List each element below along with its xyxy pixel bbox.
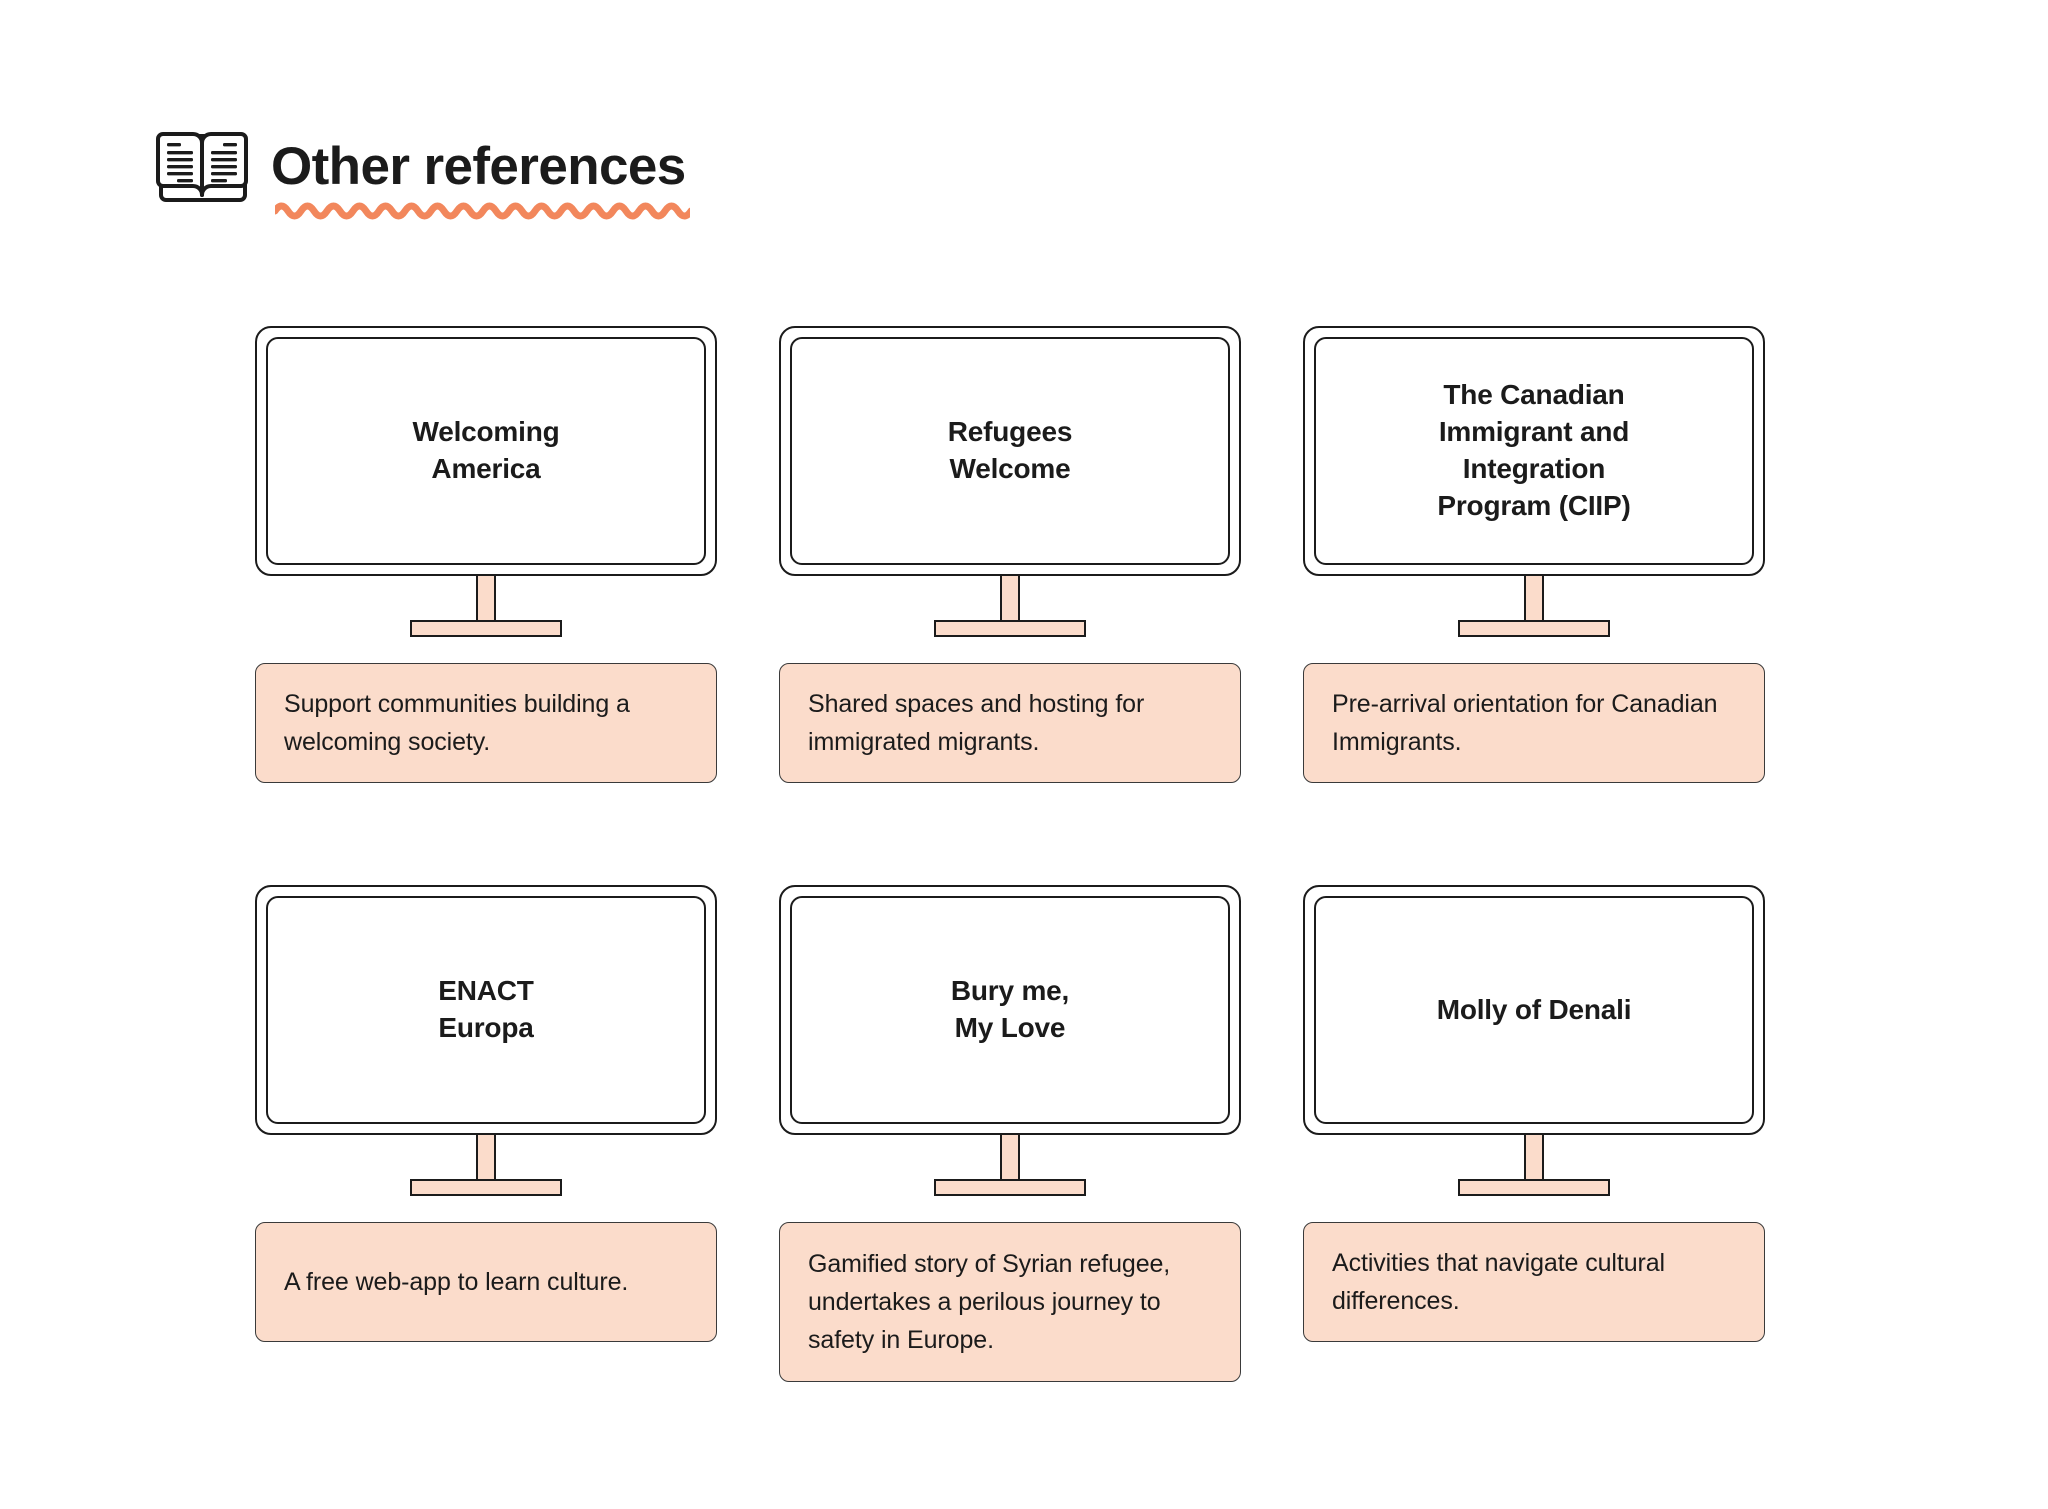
- reference-caption-text: Activities that navigate cultural differ…: [1332, 1249, 1665, 1315]
- monitor-stand: [779, 576, 1241, 638]
- reference-card[interactable]: Bury me, My Love Gamified story of Syria…: [779, 885, 1241, 1382]
- reference-title: Molly of Denali: [1436, 993, 1632, 1025]
- stand-neck: [1000, 1135, 1020, 1183]
- monitor-stand: [779, 1135, 1241, 1197]
- stand-neck: [1524, 1135, 1544, 1183]
- reference-grid-row-2: ENACT Europa A free web-app to learn cul…: [255, 885, 1800, 1382]
- reference-card[interactable]: Welcoming America Support communities bu…: [255, 326, 717, 783]
- reference-title: Welcoming America: [412, 416, 560, 484]
- reference-caption-text: A free web-app to learn culture.: [284, 1268, 629, 1296]
- monitor-screen: The Canadian Immigrant and Integration P…: [1314, 337, 1754, 565]
- reference-card[interactable]: ENACT Europa A free web-app to learn cul…: [255, 885, 717, 1382]
- open-book-icon: [156, 132, 248, 202]
- monitor-frame: Molly of Denali: [1303, 885, 1765, 1135]
- monitor-screen: ENACT Europa: [266, 896, 706, 1124]
- monitor-stand: [1303, 576, 1765, 638]
- reference-card[interactable]: Refugees Welcome Shared spaces and hosti…: [779, 326, 1241, 783]
- stand-neck: [476, 576, 496, 624]
- reference-caption-box: A free web-app to learn culture.: [255, 1222, 717, 1342]
- reference-caption-text: Gamified story of Syrian refugee, undert…: [808, 1250, 1171, 1354]
- monitor-frame: ENACT Europa: [255, 885, 717, 1135]
- stand-base: [1458, 620, 1610, 637]
- reference-grid-row-1: Welcoming America Support communities bu…: [255, 326, 1800, 783]
- reference-caption-box: Activities that navigate cultural differ…: [1303, 1222, 1765, 1342]
- stand-neck: [1524, 576, 1544, 624]
- stand-base: [934, 1179, 1086, 1196]
- stand-base: [1458, 1179, 1610, 1196]
- monitor-screen: Welcoming America: [266, 337, 706, 565]
- reference-caption-box: Gamified story of Syrian refugee, undert…: [779, 1222, 1241, 1382]
- monitor-frame: Refugees Welcome: [779, 326, 1241, 576]
- reference-card[interactable]: The Canadian Immigrant and Integration P…: [1303, 326, 1765, 783]
- monitor-screen: Molly of Denali: [1314, 896, 1754, 1124]
- monitor-screen: Refugees Welcome: [790, 337, 1230, 565]
- title-block: Other references: [271, 137, 690, 220]
- stand-base: [934, 620, 1086, 637]
- stand-neck: [476, 1135, 496, 1183]
- reference-title: Bury me, My Love: [950, 975, 1070, 1043]
- reference-caption-text: Pre-arrival orientation for Canadian Imm…: [1332, 690, 1718, 756]
- reference-caption-box: Pre-arrival orientation for Canadian Imm…: [1303, 663, 1765, 783]
- monitor-stand: [255, 1135, 717, 1197]
- monitor-stand: [255, 576, 717, 638]
- monitor-screen: Bury me, My Love: [790, 896, 1230, 1124]
- reference-caption-box: Support communities building a welcoming…: [255, 663, 717, 783]
- stand-base: [410, 620, 562, 637]
- stand-base: [410, 1179, 562, 1196]
- monitor-frame: The Canadian Immigrant and Integration P…: [1303, 326, 1765, 576]
- monitor-frame: Bury me, My Love: [779, 885, 1241, 1135]
- reference-caption-text: Support communities building a welcoming…: [284, 690, 630, 756]
- page-title: Other references: [271, 137, 686, 197]
- wavy-underline-icon: [275, 202, 690, 220]
- reference-title: The Canadian Immigrant and Integration P…: [1437, 379, 1631, 521]
- stand-neck: [1000, 576, 1020, 624]
- reference-caption-box: Shared spaces and hosting for immigrated…: [779, 663, 1241, 783]
- reference-caption-text: Shared spaces and hosting for immigrated…: [808, 690, 1145, 756]
- monitor-frame: Welcoming America: [255, 326, 717, 576]
- reference-card[interactable]: Molly of Denali Activities that navigate…: [1303, 885, 1765, 1382]
- slide-header: Other references: [155, 130, 690, 220]
- monitor-stand: [1303, 1135, 1765, 1197]
- reference-title: Refugees Welcome: [947, 416, 1073, 484]
- reference-title: ENACT Europa: [438, 975, 534, 1043]
